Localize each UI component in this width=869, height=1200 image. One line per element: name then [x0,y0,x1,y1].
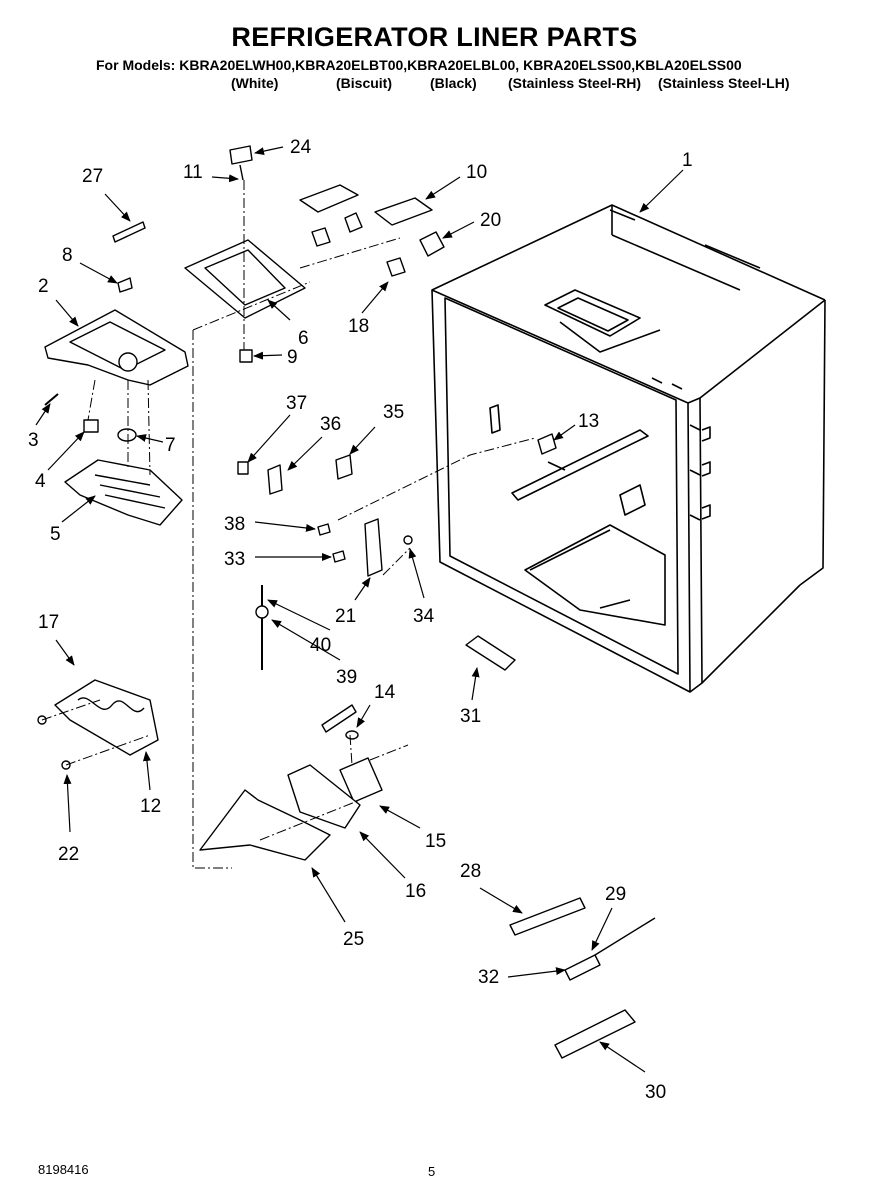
callout-13: 13 [578,411,599,432]
callout-22: 22 [58,844,79,865]
variant-biscuit: (Biscuit) [336,75,392,91]
callout-35: 35 [383,402,404,423]
callout-27: 27 [82,166,103,187]
callout-40: 40 [310,635,331,656]
callout-21: 21 [335,606,356,627]
callout-29: 29 [605,884,626,905]
callout-8: 8 [62,245,73,266]
callout-1: 1 [682,150,693,171]
callout-33: 33 [224,549,245,570]
callout-37: 37 [286,393,307,414]
callout-38: 38 [224,514,245,535]
document-number: 8198416 [38,1162,89,1177]
callout-14: 14 [374,682,396,703]
callout-34: 34 [413,606,435,627]
callout-30: 30 [645,1082,666,1103]
callout-11: 11 [183,162,203,183]
variant-stainless-rh: (Stainless Steel-RH) [508,75,642,91]
callout-6: 6 [298,328,309,349]
assembly-lines [41,180,536,869]
callout-25: 25 [343,929,364,950]
callout-3: 3 [28,430,39,451]
callout-24: 24 [290,137,312,158]
callout-12: 12 [140,796,161,817]
callout-15: 15 [425,831,446,852]
page-number: 5 [428,1164,436,1179]
callout-2: 2 [38,276,49,297]
variant-black: (Black) [430,75,477,91]
callout-9: 9 [287,347,298,368]
callout-10: 10 [466,162,487,183]
callout-39: 39 [336,667,357,688]
liner-drawing [431,204,826,693]
callout-28: 28 [460,861,481,882]
callout-20: 20 [480,210,501,231]
callout-18: 18 [348,316,369,337]
variant-stainless-lh: (Stainless Steel-LH) [658,75,790,91]
callout-16: 16 [405,881,426,902]
callout-4: 4 [35,471,46,492]
page-title: REFRIGERATOR LINER PARTS [231,22,638,52]
callout-labels: 1 2 3 4 5 6 7 8 9 10 11 12 13 14 15 16 1… [28,137,693,1103]
callout-31: 31 [460,706,481,727]
callout-leaders [35,146,684,1073]
small-parts [37,145,656,1059]
callout-17: 17 [38,612,59,633]
models-line: For Models: KBRA20ELWH00,KBRA20ELBT00,KB… [96,57,742,73]
callout-7: 7 [165,435,176,456]
callout-5: 5 [50,524,61,545]
callout-36: 36 [320,414,341,435]
variant-white: (White) [231,75,279,91]
callout-32: 32 [478,967,499,988]
